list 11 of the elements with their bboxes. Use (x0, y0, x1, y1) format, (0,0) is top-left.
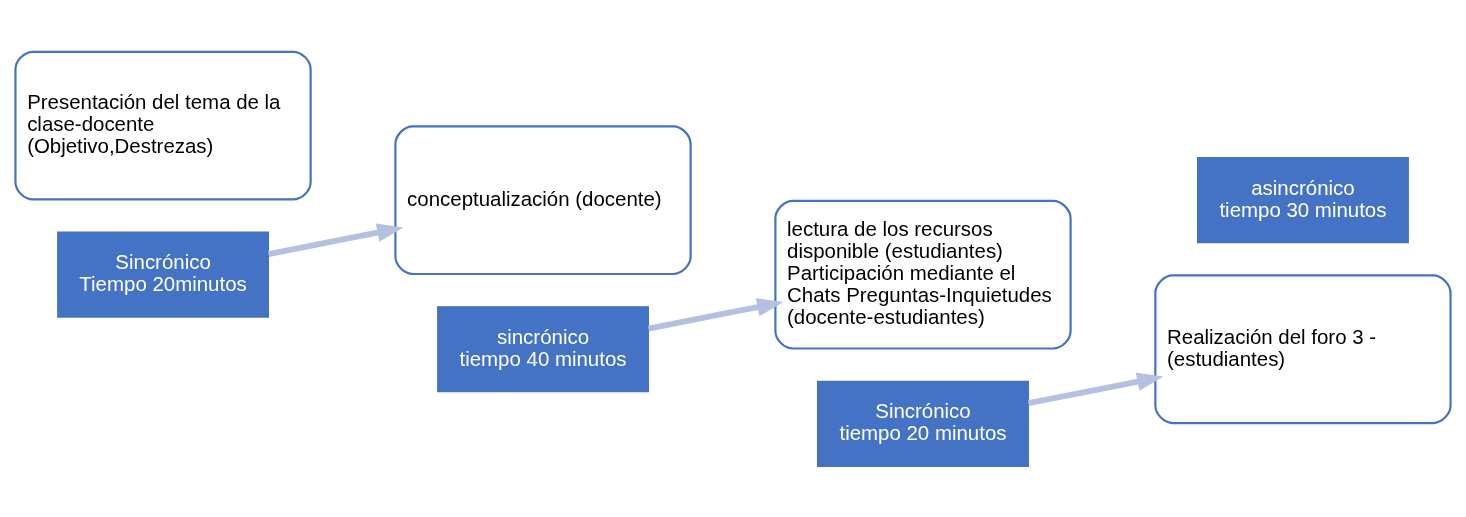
arrow (267, 223, 404, 257)
arrow (1027, 372, 1164, 406)
node-box: lectura de los recursos disponible (estudiantes) Participación mediante el Chats Preguntas-Inquietudes (docente-estudiantes) (774, 199, 1072, 350)
arrow (647, 297, 784, 332)
node-box: Presentación del tema de la clase-docente (Objetivo,Destrezas) (14, 50, 312, 201)
node-box: Realización del foro 3 - (estudiantes) (1154, 273, 1452, 424)
node-box: conceptualización (docente) (394, 124, 692, 275)
node-box: Sincrónico tiempo 20 minutos (817, 380, 1029, 467)
node-box: sincrónico tiempo 40 minutos (437, 305, 649, 392)
node-box: Sincrónico Tiempo 20minutos (57, 231, 269, 318)
node-box: asincrónico tiempo 30 minutos (1197, 156, 1409, 243)
